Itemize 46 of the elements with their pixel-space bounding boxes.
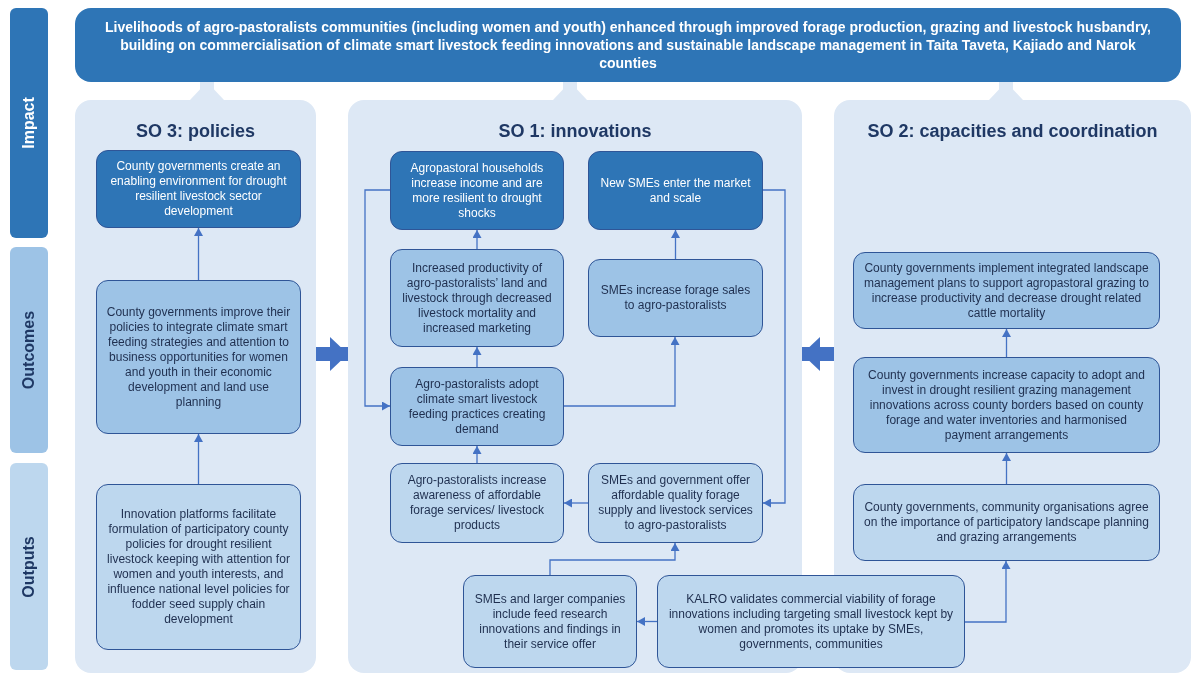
arrow [671, 229, 680, 260]
result-box: Agropastoral households increase income and are more resilient to drought shocks [390, 151, 564, 230]
arrow [194, 433, 203, 485]
arrow [762, 189, 786, 508]
arrow [563, 336, 680, 407]
outcome-box: County governments improve their policies to integrate climate smart feeding strategies and attention to business opportunities for women and youth in their economic development and land use planning [96, 280, 301, 434]
block-arrow [989, 82, 1023, 100]
arrow [472, 445, 482, 464]
result-box: New SMEs enter the market and scale [588, 151, 763, 230]
level-band [10, 247, 48, 453]
objective-panel [75, 100, 316, 673]
level-band [10, 463, 48, 670]
band-label: Outcomes [19, 310, 38, 390]
block-arrow [316, 337, 348, 371]
outcome-box: County governments increase capacity to adopt and invest in drought resilient grazing management innovations across county borders based on county forage and water inventories and harmonised payment arrangements [853, 357, 1160, 453]
arrow [964, 560, 1011, 623]
block-arrow [190, 82, 224, 100]
level-band [10, 8, 48, 238]
arrow [1002, 328, 1011, 358]
output-box: Innovation platforms facilitate formulation of participatory county policies for drought resilient livestock keeping with attention for women and youth interests, and influence national level policies for fodder seed supply chain development [96, 484, 301, 650]
arrow [636, 617, 658, 626]
outcome-box: SMEs increase forage sales to agro-pastoralists [588, 259, 763, 337]
result-box: County governments create an enabling environment for drought resilient livestock sector development [96, 150, 301, 228]
panel-title: SO 2: capacities and coordination [866, 120, 1159, 143]
arrow [472, 346, 482, 368]
impact-box: Livelihoods of agro-pastoralists communities (including women and youth) enhanced through improved forage production, grazing and livestock husbandry, building on commercialisation of climate smart livestock feeding innovations and sustainable landscape management in Taita Taveta, Kajiado and Narok counties [75, 8, 1181, 82]
arrow [549, 542, 680, 576]
arrow [194, 227, 203, 281]
output-box: SMEs and larger companies include feed research innovations and findings in their service offer [463, 575, 637, 668]
arrow [1002, 452, 1011, 485]
output-box: Agro-pastoralists increase awareness of affordable forage services/ livestock products [390, 463, 564, 543]
arrow [472, 229, 482, 250]
block-arrow [553, 82, 587, 100]
outcome-box: Increased productivity of agro-pastoralists’ land and livestock through decreased livestock mortality and increased marketing [390, 249, 564, 347]
panel-title: SO 1: innovations [497, 120, 653, 143]
panel-title: SO 3: policies [134, 120, 256, 143]
band-label: Impact [19, 97, 38, 149]
output-box: KALRO validates commercial viability of forage innovations including targeting small livestock kept by women and promotes its uptake by SMEs, governments, communities [657, 575, 965, 668]
output-box: County governments, community organisations agree on the importance of participatory landscape planning and grazing arrangements [853, 484, 1160, 561]
outcome-box: County governments implement integrated landscape management plans to support agropastoral grazing to increase productivity and decrease drought related cattle mortality [853, 252, 1160, 329]
band-label: Outputs [19, 535, 38, 598]
arrow [563, 498, 589, 508]
output-box: SMEs and government offer affordable quality forage supply and livestock services to agro-pastoralists [588, 463, 763, 543]
arrow [364, 189, 391, 411]
block-arrow [802, 337, 834, 371]
outcome-box: Agro-pastoralists adopt climate smart livestock feeding practices creating demand [390, 367, 564, 446]
